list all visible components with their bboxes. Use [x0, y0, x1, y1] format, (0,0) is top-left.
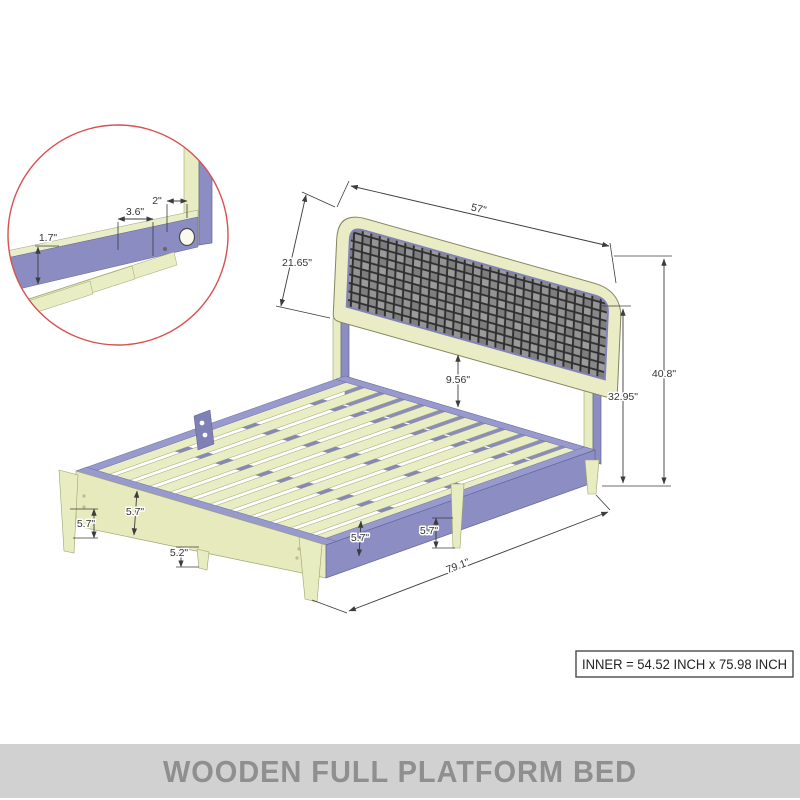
detail-slat	[8, 280, 94, 344]
dim-leg-height-left: 5.7"	[70, 508, 98, 539]
detail-zoom-contents	[8, 125, 213, 344]
detail-post-side	[198, 125, 213, 246]
dim-headboard-width: 57"	[336, 180, 617, 284]
dim-headboard-gap: 9.56"	[444, 354, 472, 408]
dim-label-bed-length: 79.1"	[444, 556, 471, 576]
front-left-leg	[58, 469, 79, 554]
screw-dot	[295, 556, 299, 560]
dim-label-headboard-height: 21.65"	[282, 257, 312, 269]
detail-zoom-view: 1.7" 3.6" 2"	[7, 124, 229, 346]
dim-label-center-leg-height: 5.2"	[170, 547, 189, 559]
slat-deck	[93, 380, 586, 541]
headboard	[332, 216, 622, 400]
dim-label-lip: 1.7"	[39, 232, 58, 244]
dim-label-offset: 2"	[152, 195, 162, 207]
screw-dot	[82, 505, 86, 509]
inner-dimensions-label: INNER = 54.52 INCH x 75.98 INCH	[582, 657, 787, 672]
product-title: WOODEN FULL PLATFORM BED	[163, 754, 637, 789]
left-rail-bracket	[193, 409, 215, 451]
headboard-left-post	[332, 317, 350, 393]
dim-post-height: 32.95"	[602, 305, 640, 484]
dim-headboard-height: 21.65"	[275, 191, 336, 319]
inner-dimensions-box: INNER = 54.52 INCH x 75.98 INCH	[575, 650, 794, 678]
detail-zoom-circle	[7, 124, 229, 346]
dim-label-center-leg-right: 5.7"	[420, 525, 439, 537]
dim-detail-spacing: 3.6"	[117, 205, 154, 256]
dim-label-spacing: 3.6"	[126, 206, 145, 218]
detail-rail-face	[8, 216, 199, 294]
rear-right-leg	[584, 459, 600, 495]
detail-bolt-hole	[178, 227, 196, 247]
dim-label-headboard-gap: 9.56"	[446, 374, 470, 386]
dim-center-leg-height: 5.2"	[168, 546, 199, 568]
dim-rail-height-left: 5.7"	[124, 490, 146, 536]
product-title-banner: WOODEN FULL PLATFORM BED	[0, 744, 800, 798]
center-front-leg	[196, 548, 210, 571]
dim-detail-lip: 1.7"	[35, 231, 59, 285]
dim-label-post-height: 32.95"	[608, 391, 638, 403]
dim-total-height: 40.8"	[602, 255, 678, 487]
front-right-leg	[298, 536, 323, 603]
screw-dot	[82, 494, 86, 498]
dim-detail-offset: 2"	[151, 194, 188, 232]
right-center-leg	[450, 483, 465, 549]
dim-label-rail-height-left: 5.7"	[126, 506, 145, 518]
dim-label-headboard-width: 57"	[470, 201, 488, 216]
dim-label-total-height: 40.8"	[652, 368, 676, 380]
dim-label-rail-height-right: 5.7"	[351, 532, 370, 544]
detail-screw-dot	[163, 247, 167, 251]
dim-label-leg-height-left: 5.7"	[77, 518, 96, 530]
